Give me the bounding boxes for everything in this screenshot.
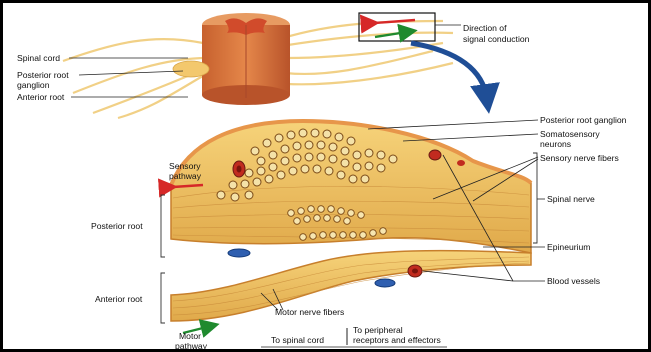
direction-inset-box xyxy=(359,13,435,41)
label-direction-2: signal conduction xyxy=(463,34,530,44)
signal-direction-box xyxy=(359,13,461,41)
label-motor-pathway-2: pathway xyxy=(175,341,208,349)
label-posterior-root-ganglion-top-2: ganglion xyxy=(17,80,50,90)
label-sensory-nerve-fibers: Sensory nerve fibers xyxy=(540,153,619,163)
label-to-peripheral-2: receptors and effectors xyxy=(353,335,441,345)
spinal-cord-illustration xyxy=(63,13,453,118)
label-posterior-root: Posterior root xyxy=(91,221,143,231)
label-anterior-root-top: Anterior root xyxy=(17,92,65,102)
label-anterior-root: Anterior root xyxy=(95,294,143,304)
label-posterior-root-ganglion: Posterior root ganglion xyxy=(540,115,627,125)
spinal-nerve-bracket xyxy=(533,153,537,243)
label-posterior-root-ganglion-top: Posterior root xyxy=(17,70,69,80)
label-blood-vessels: Blood vessels xyxy=(547,276,600,286)
nerve-anatomy-diagram: Spinal cord Posterior root ganglion Ante… xyxy=(3,3,648,349)
label-epineurium: Epineurium xyxy=(547,242,590,252)
label-somatosensory-2: neurons xyxy=(540,139,571,149)
label-somatosensory: Somatosensory xyxy=(540,129,600,139)
diagram-frame: Spinal cord Posterior root ganglion Ante… xyxy=(3,3,648,349)
sensory-direction-arrow xyxy=(375,20,415,23)
label-to-spinal-cord: To spinal cord xyxy=(271,335,324,345)
spinal-nerve-cross-section xyxy=(171,121,531,321)
label-spinal-nerve: Spinal nerve xyxy=(547,194,595,204)
label-sensory-pathway-2: pathway xyxy=(169,171,202,181)
label-spinal-cord: Spinal cord xyxy=(17,53,60,63)
posterior-root-bracket xyxy=(161,195,165,257)
label-motor-nerve-fibers: Motor nerve fibers xyxy=(275,307,344,317)
label-direction-1: Direction of xyxy=(463,23,507,33)
label-sensory-pathway: Sensory xyxy=(169,161,201,171)
label-motor-pathway: Motor xyxy=(179,331,201,341)
anterior-root-bracket xyxy=(161,273,165,323)
label-to-peripheral: To peripheral xyxy=(353,325,403,335)
